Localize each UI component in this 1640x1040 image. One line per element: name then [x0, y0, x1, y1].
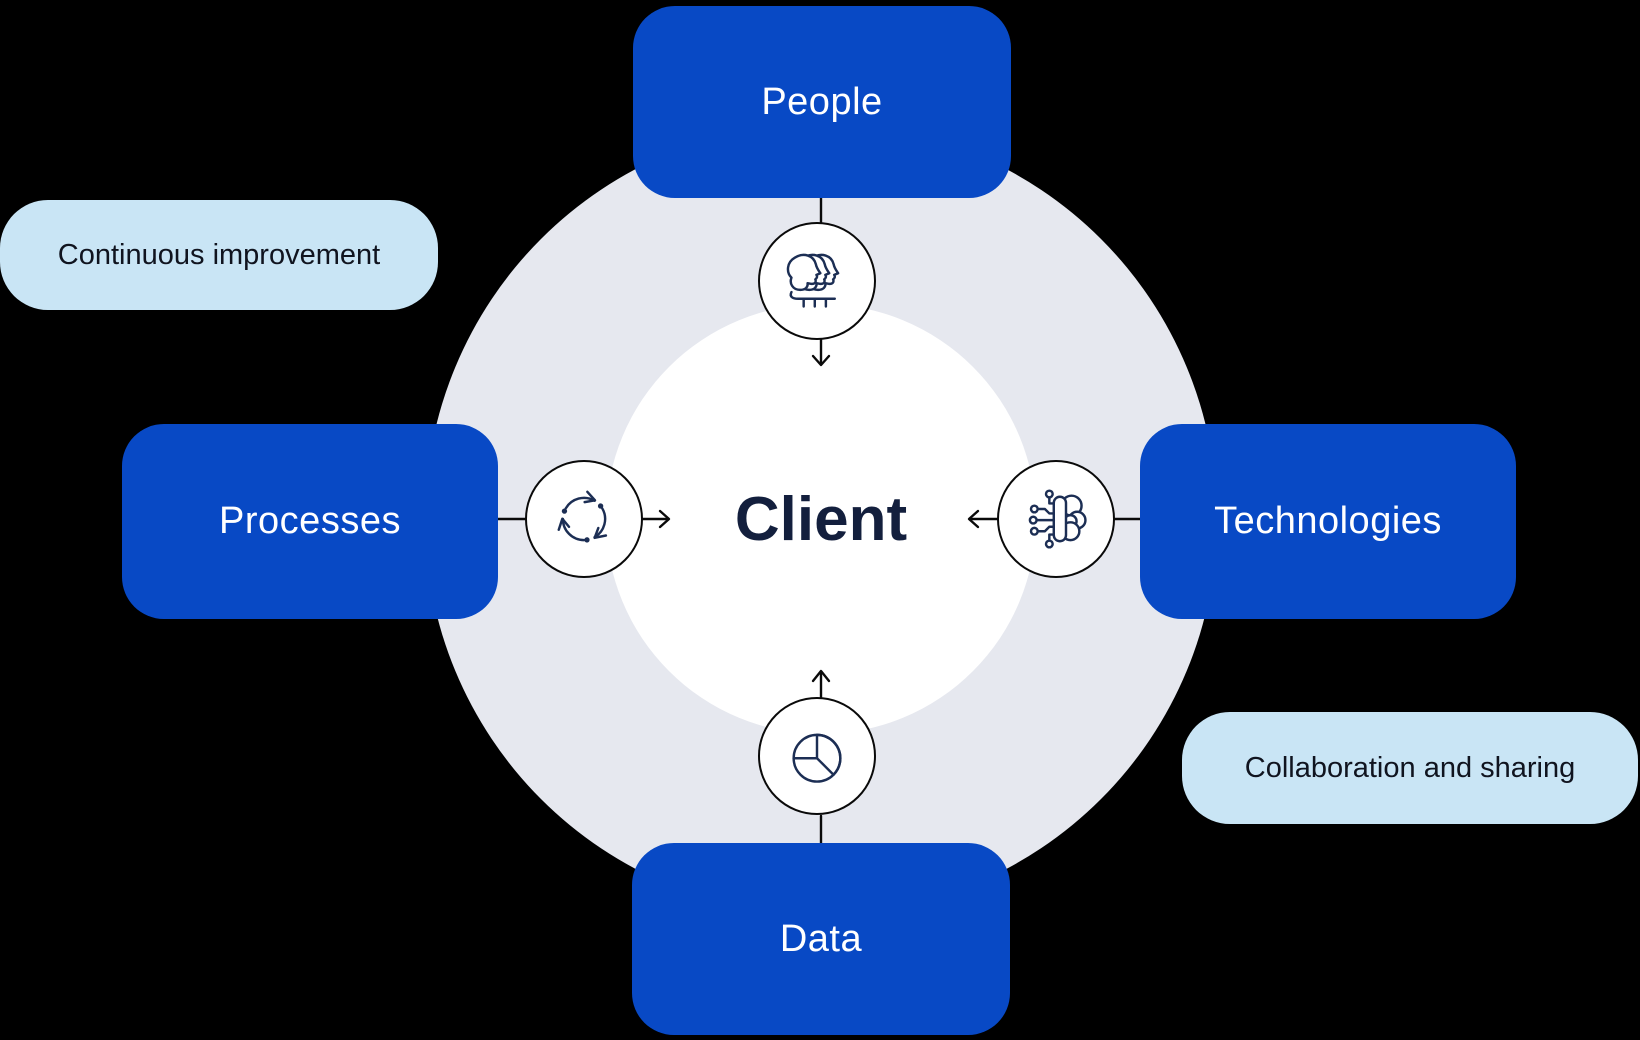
node-technologies: Technologies	[1140, 424, 1516, 619]
node-processes-label: Processes	[219, 500, 401, 542]
inner-white-circle	[606, 304, 1036, 734]
node-data-label: Data	[779, 917, 863, 960]
pill-continuous-improvement-label: Continuous improvement	[57, 238, 381, 271]
node-people: People	[633, 6, 1011, 198]
people-icon	[758, 222, 876, 340]
pie-chart-icon	[758, 697, 876, 815]
pill-collaboration-sharing: Collaboration and sharing	[1182, 712, 1638, 824]
client-center-label: Client	[734, 484, 908, 554]
node-technologies-label: Technologies	[1214, 500, 1442, 542]
node-data: Data	[632, 843, 1010, 1035]
pill-collaboration-sharing-label: Collaboration and sharing	[1244, 751, 1576, 784]
ai-brain-icon	[997, 460, 1115, 578]
cycle-icon	[525, 460, 643, 578]
pill-continuous-improvement: Continuous improvement	[0, 200, 438, 310]
node-processes: Processes	[122, 424, 498, 619]
node-people-label: People	[761, 80, 883, 123]
